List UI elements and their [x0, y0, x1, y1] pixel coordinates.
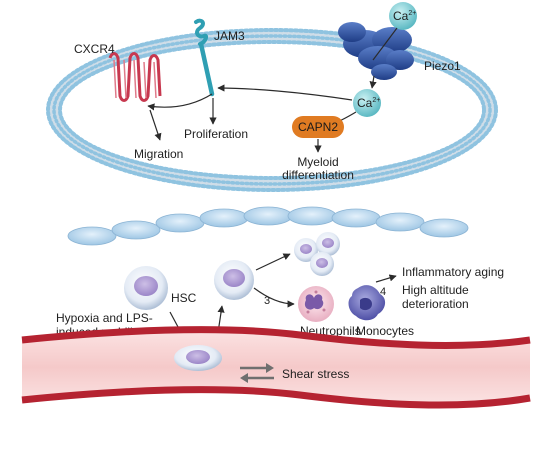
cxcr4-label: CXCR4 [74, 42, 115, 56]
myeloid-label-line2: differentiation [282, 168, 354, 182]
monocyte-cell [348, 285, 386, 321]
hsc-cell [124, 266, 168, 310]
jam3-to-cxcr4-arrow [147, 93, 213, 111]
capn2-label: CAPN2 [298, 120, 338, 134]
proliferation-label: Proliferation [184, 127, 248, 141]
hsc-in-vessel [174, 345, 222, 371]
shear-stress-label: Shear stress [282, 367, 349, 381]
svg-text:Ca2+: Ca2+ [393, 9, 416, 23]
high-altitude-label-line2: deterioration [402, 297, 469, 311]
endothelial-layer [67, 206, 469, 246]
ca-entry-line [372, 27, 398, 61]
step4-label: 4 [380, 286, 386, 298]
hsc-to-progeny-arrow [255, 253, 291, 271]
cxcr4-receptor [108, 52, 162, 102]
hsc-cell-mobilized [214, 260, 254, 300]
cxcr4-to-migration-arrow [149, 109, 162, 141]
calcium-ion-outer: Ca2+ [389, 2, 417, 30]
blood-vessel [21, 326, 531, 409]
piezo1-channel [338, 22, 414, 80]
piezo-to-ca-arrow [369, 75, 377, 89]
jam3-label: JAM3 [214, 29, 245, 43]
piezo1-label: Piezo1 [424, 59, 461, 73]
monocytes-label: Monocytes [356, 324, 414, 338]
capn2-box: CAPN2 [292, 116, 344, 138]
high-altitude-label-line1: High altitude [402, 283, 469, 297]
inflammatory-aging-label: Inflammatory aging [402, 265, 504, 279]
ca-top-text: Ca [393, 9, 409, 23]
progeny-cells [294, 232, 340, 276]
calcium-ion-inner: Ca2+ [353, 89, 381, 117]
neutrophil-cell [298, 286, 334, 322]
hypoxia-label-line1: Hypoxia and LPS- [56, 311, 153, 325]
jam3-protein [194, 18, 215, 97]
shear-stress-icon [240, 363, 274, 383]
step3-label: 3 [264, 295, 270, 307]
myeloid-label-line1: Myeloid [297, 155, 338, 169]
ca-inner-sup: 2+ [372, 97, 380, 104]
svg-text:Ca2+: Ca2+ [357, 96, 380, 110]
step4-arrow [375, 274, 397, 283]
ca-top-sup: 2+ [408, 10, 416, 17]
hsc-to-neutrophil-arrow [253, 287, 295, 308]
hsc-label: HSC [171, 291, 197, 305]
ca-to-jam3-arrow [217, 84, 353, 101]
migration-label: Migration [134, 147, 183, 161]
ca-inner-text: Ca [357, 96, 373, 110]
